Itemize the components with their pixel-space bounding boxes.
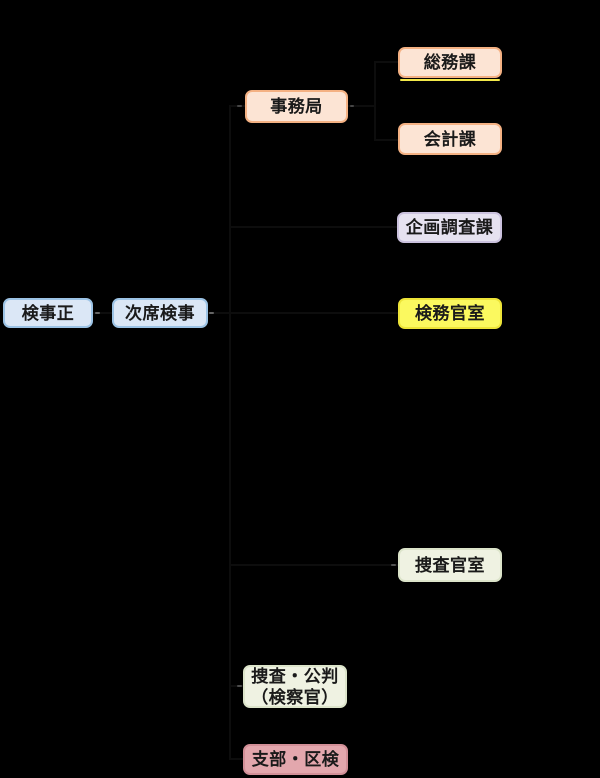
- node-label: 次席検事: [125, 303, 195, 323]
- connector-jimukyoku-branch: [374, 61, 376, 141]
- node-kikaku-chousaka: 企画調査課: [397, 212, 502, 243]
- node-label: 支部・区検: [251, 750, 340, 769]
- connector-to-jimukyoku: [229, 105, 245, 107]
- connector-to-soumuka: [374, 61, 398, 63]
- connector-dash: [209, 312, 214, 314]
- connector-dash: [95, 312, 100, 314]
- node-jiseki-kenji: 次席検事: [112, 298, 208, 328]
- connector-jiseki-trunk: [208, 312, 398, 314]
- node-shibu-kuken: 支部・区検: [243, 744, 348, 775]
- node-sousa-kanshitsu: 捜査官室: [398, 548, 502, 582]
- node-label: 捜査・公判 （検察官）: [251, 666, 339, 707]
- node-soumuka: 総務課: [398, 47, 502, 78]
- node-label: 会計課: [423, 129, 477, 149]
- node-jimukyoku: 事務局: [245, 90, 348, 123]
- node-label: 検事正: [21, 303, 75, 323]
- connector-dash: [237, 105, 242, 107]
- connector-to-sousakan: [229, 564, 398, 566]
- connector-to-kikaku: [229, 226, 397, 228]
- connector-to-sousakouhan: [229, 685, 243, 687]
- node-kaikeika: 会計課: [398, 123, 502, 155]
- yellow-underline-artifact: [400, 79, 500, 81]
- connector-dash: [350, 105, 354, 107]
- connector-to-shibu: [229, 758, 243, 760]
- connector-kenjisei-jiseki: [93, 312, 112, 314]
- node-kenjisei: 検事正: [3, 298, 93, 328]
- connector-trunk: [229, 105, 231, 760]
- node-label: 総務課: [423, 53, 477, 72]
- connector-jimukyoku-out: [348, 105, 376, 107]
- node-label: 検務官室: [415, 304, 485, 323]
- node-label: 企画調査課: [405, 218, 494, 237]
- connector-dash: [391, 564, 396, 566]
- connector-to-kaikeika: [374, 139, 398, 141]
- node-kenmu-kanshitsu: 検務官室: [398, 298, 502, 329]
- node-sousa-kouhan: 捜査・公判 （検察官）: [243, 665, 347, 708]
- node-label: 捜査官室: [415, 555, 485, 575]
- node-label: 事務局: [270, 97, 323, 116]
- connector-dash: [237, 685, 242, 687]
